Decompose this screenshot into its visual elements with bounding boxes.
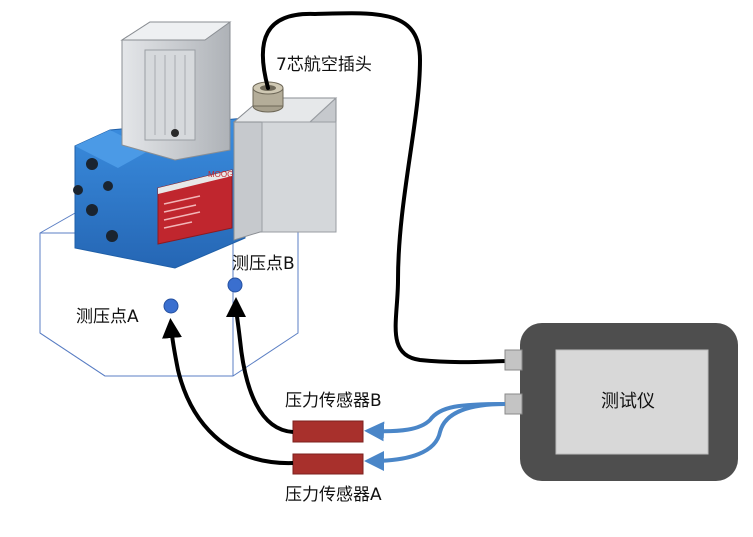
signal-lines [364, 402, 506, 471]
sensor-b-label: 压力传感器B [285, 391, 382, 411]
signal-line-a [364, 402, 506, 471]
tester-device [504, 323, 738, 481]
nameplate: MOOG [157, 169, 233, 245]
pressure-sensor-b [292, 420, 364, 443]
point-b-label: 测压点B [232, 254, 295, 274]
tester-label: 测试仪 [601, 391, 655, 412]
point-a-label: 测压点A [76, 307, 139, 327]
test-point-a [163, 298, 179, 314]
test-point-b [227, 277, 243, 293]
connector-label: 7芯航空插头 [276, 55, 372, 75]
signal-line-b [364, 402, 506, 442]
sensor-a-label: 压力传感器A [285, 485, 382, 505]
electronics-housing [232, 97, 338, 241]
brand-logo: MOOG [208, 170, 233, 179]
hose-a [162, 318, 294, 466]
servo-valve: MOOG [73, 21, 338, 269]
torque-motor-cover [120, 21, 232, 161]
pressure-sensor-a [292, 453, 364, 475]
cable [260, 11, 514, 365]
hose-b [226, 297, 294, 434]
